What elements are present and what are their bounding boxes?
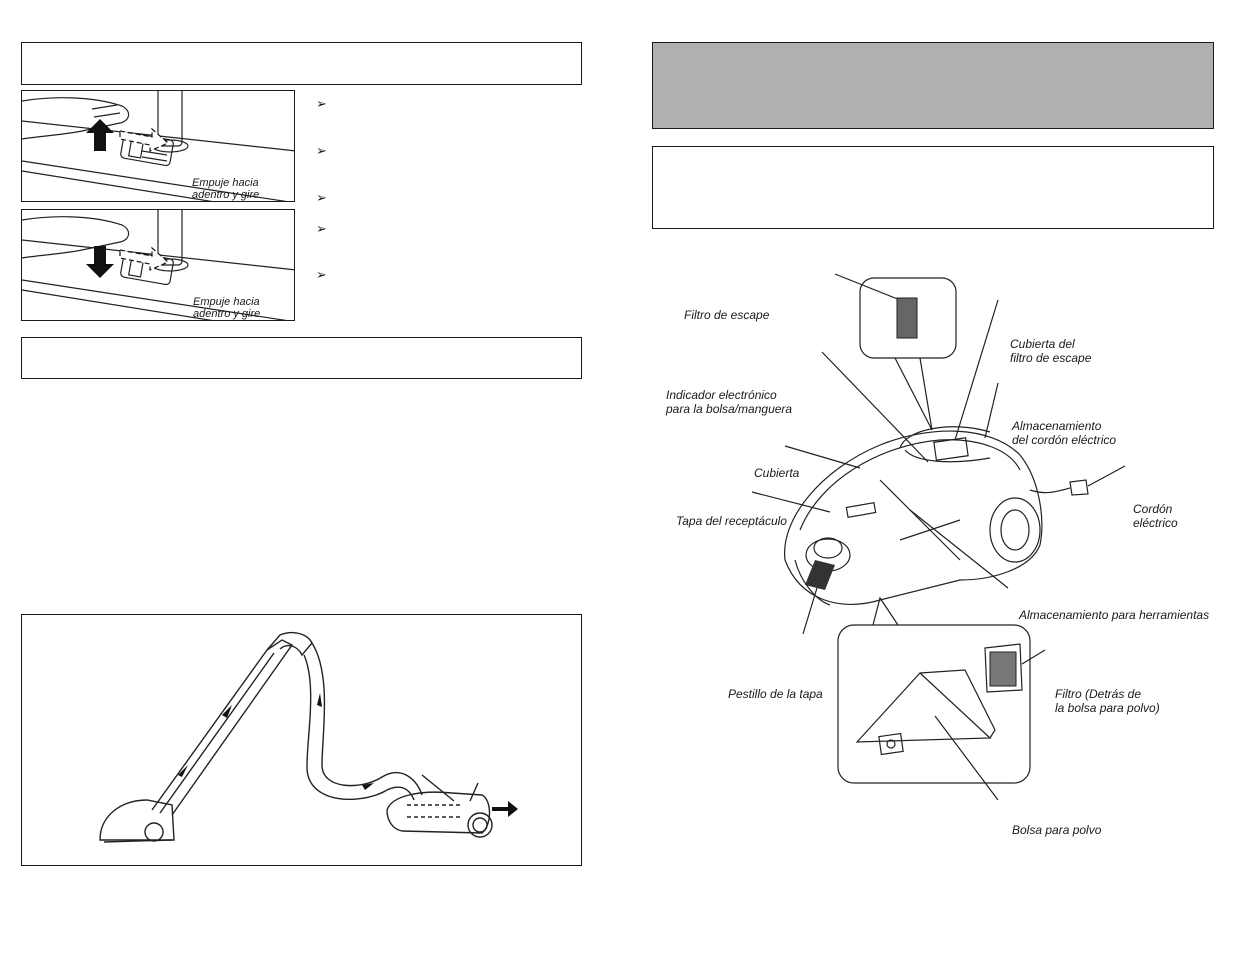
exhaust-filter-inset [859, 277, 957, 359]
label-dust-bag: Bolsa para polvo [1012, 823, 1102, 837]
dust-bag-inset [837, 624, 1031, 784]
panel-2-caption: Empuje hacia adentro y gire [193, 296, 261, 320]
left-title-box [21, 42, 582, 85]
bullet-arrow-2: ➢ [316, 143, 327, 158]
right-title-box [652, 42, 1214, 129]
bullet-arrow-5: ➢ [316, 267, 327, 282]
label-receptacle-lid: Tapa del receptáculo [676, 514, 787, 528]
label-lid-latch: Pestillo de la tapa [728, 687, 823, 701]
label-exhaust-filter-cover: Cubierta del filtro de escape [1010, 337, 1092, 365]
illustration-panel-1: Empuje hacia adentro y gire [21, 90, 295, 202]
label-tool-storage: Almacenamiento para herramientas [1019, 608, 1210, 622]
bullet-arrow-1: ➢ [316, 96, 327, 111]
label-exhaust-filter: Filtro de escape [684, 308, 770, 322]
panel-1-caption: Empuje hacia adentro y gire [192, 177, 260, 201]
label-cover: Cubierta [754, 466, 800, 480]
bullet-arrow-4: ➢ [316, 221, 327, 236]
airflow-illustration-box [21, 614, 582, 866]
label-bag-hose-indicator: Indicador electrónico para la bolsa/mang… [666, 388, 793, 416]
push-and-turn-illustration-1 [22, 91, 294, 201]
label-power-cord: Cordón eléctrico [1133, 502, 1178, 530]
vacuum-airflow-illustration [99, 631, 518, 843]
label-filter-behind-bag: Filtro (Detrás de la bolsa para polvo) [1055, 687, 1160, 715]
right-intro-box [652, 146, 1214, 229]
left-section-box [21, 337, 582, 379]
illustration-panel-2: Empuje hacia adentro y gire [21, 209, 295, 321]
bullet-arrow-3: ➢ [316, 190, 327, 205]
label-cord-storage: Almacenamiento del cordón eléctrico [1012, 419, 1117, 447]
push-and-turn-illustration-2 [22, 210, 294, 320]
